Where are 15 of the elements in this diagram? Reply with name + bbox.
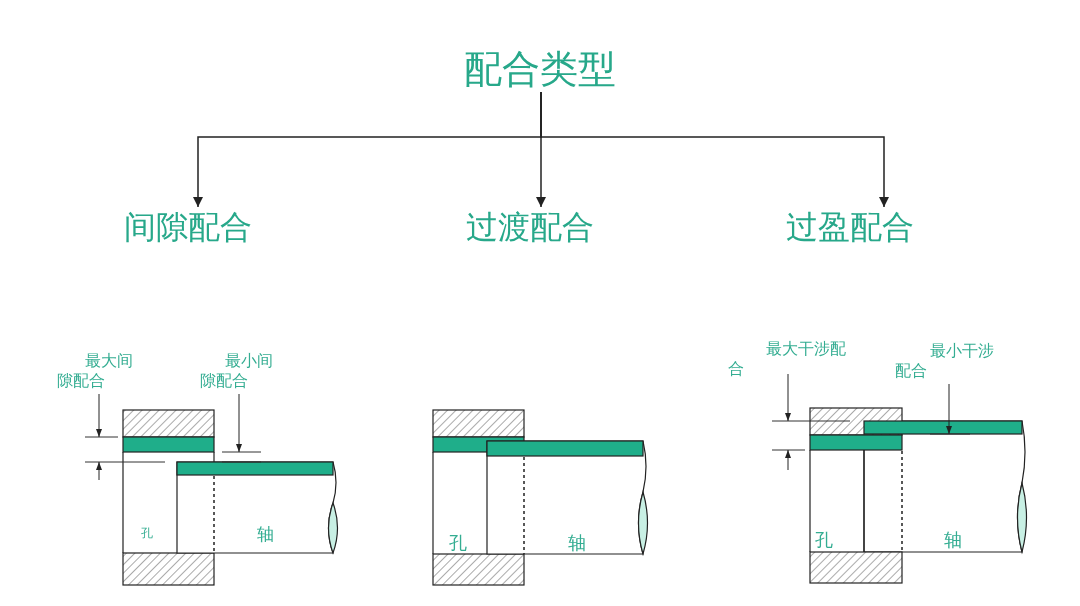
part-label: 轴 bbox=[944, 528, 962, 551]
part-label: 孔 bbox=[141, 526, 153, 541]
dimension-label: 最小间隙配合 bbox=[200, 351, 274, 391]
part-label: 孔 bbox=[449, 531, 467, 554]
part-label: 轴 bbox=[568, 531, 586, 554]
arrow bbox=[540, 91, 889, 208]
dimension-label: 最小干涉配合 bbox=[895, 341, 995, 381]
dimension-label: 最大间隙配合 bbox=[57, 351, 134, 391]
dimension-label: 最大干涉配合 bbox=[728, 339, 846, 379]
branch-label: 过盈配合 bbox=[786, 208, 914, 246]
part-label: 孔 bbox=[815, 528, 833, 551]
branch-label: 间隙配合 bbox=[124, 208, 252, 246]
branch-label: 过渡配合 bbox=[466, 208, 594, 246]
part-label: 轴 bbox=[257, 524, 274, 545]
root-label: 配合类型 bbox=[464, 46, 616, 92]
